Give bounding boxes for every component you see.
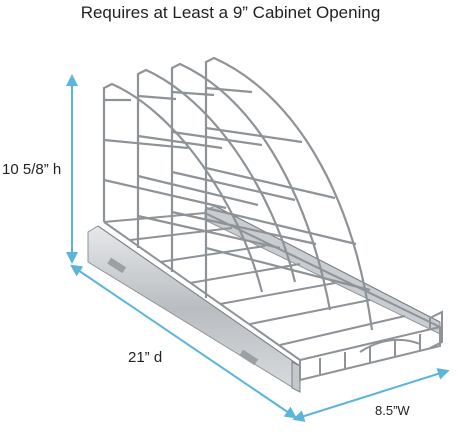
width-dimension-arrow (292, 368, 450, 422)
headline: Requires at Least a 9” Cabinet Opening (80, 3, 381, 22)
depth-dimension-arrow (70, 264, 297, 419)
divider-2 (136, 68, 297, 283)
front-bracket (359, 310, 443, 353)
width-label: 8.5”W (375, 403, 410, 418)
divider-3 (170, 62, 332, 311)
divider-4 (204, 56, 374, 331)
height-label: 10 5/8” h (2, 161, 62, 178)
depth-label: 21” d (128, 349, 163, 366)
